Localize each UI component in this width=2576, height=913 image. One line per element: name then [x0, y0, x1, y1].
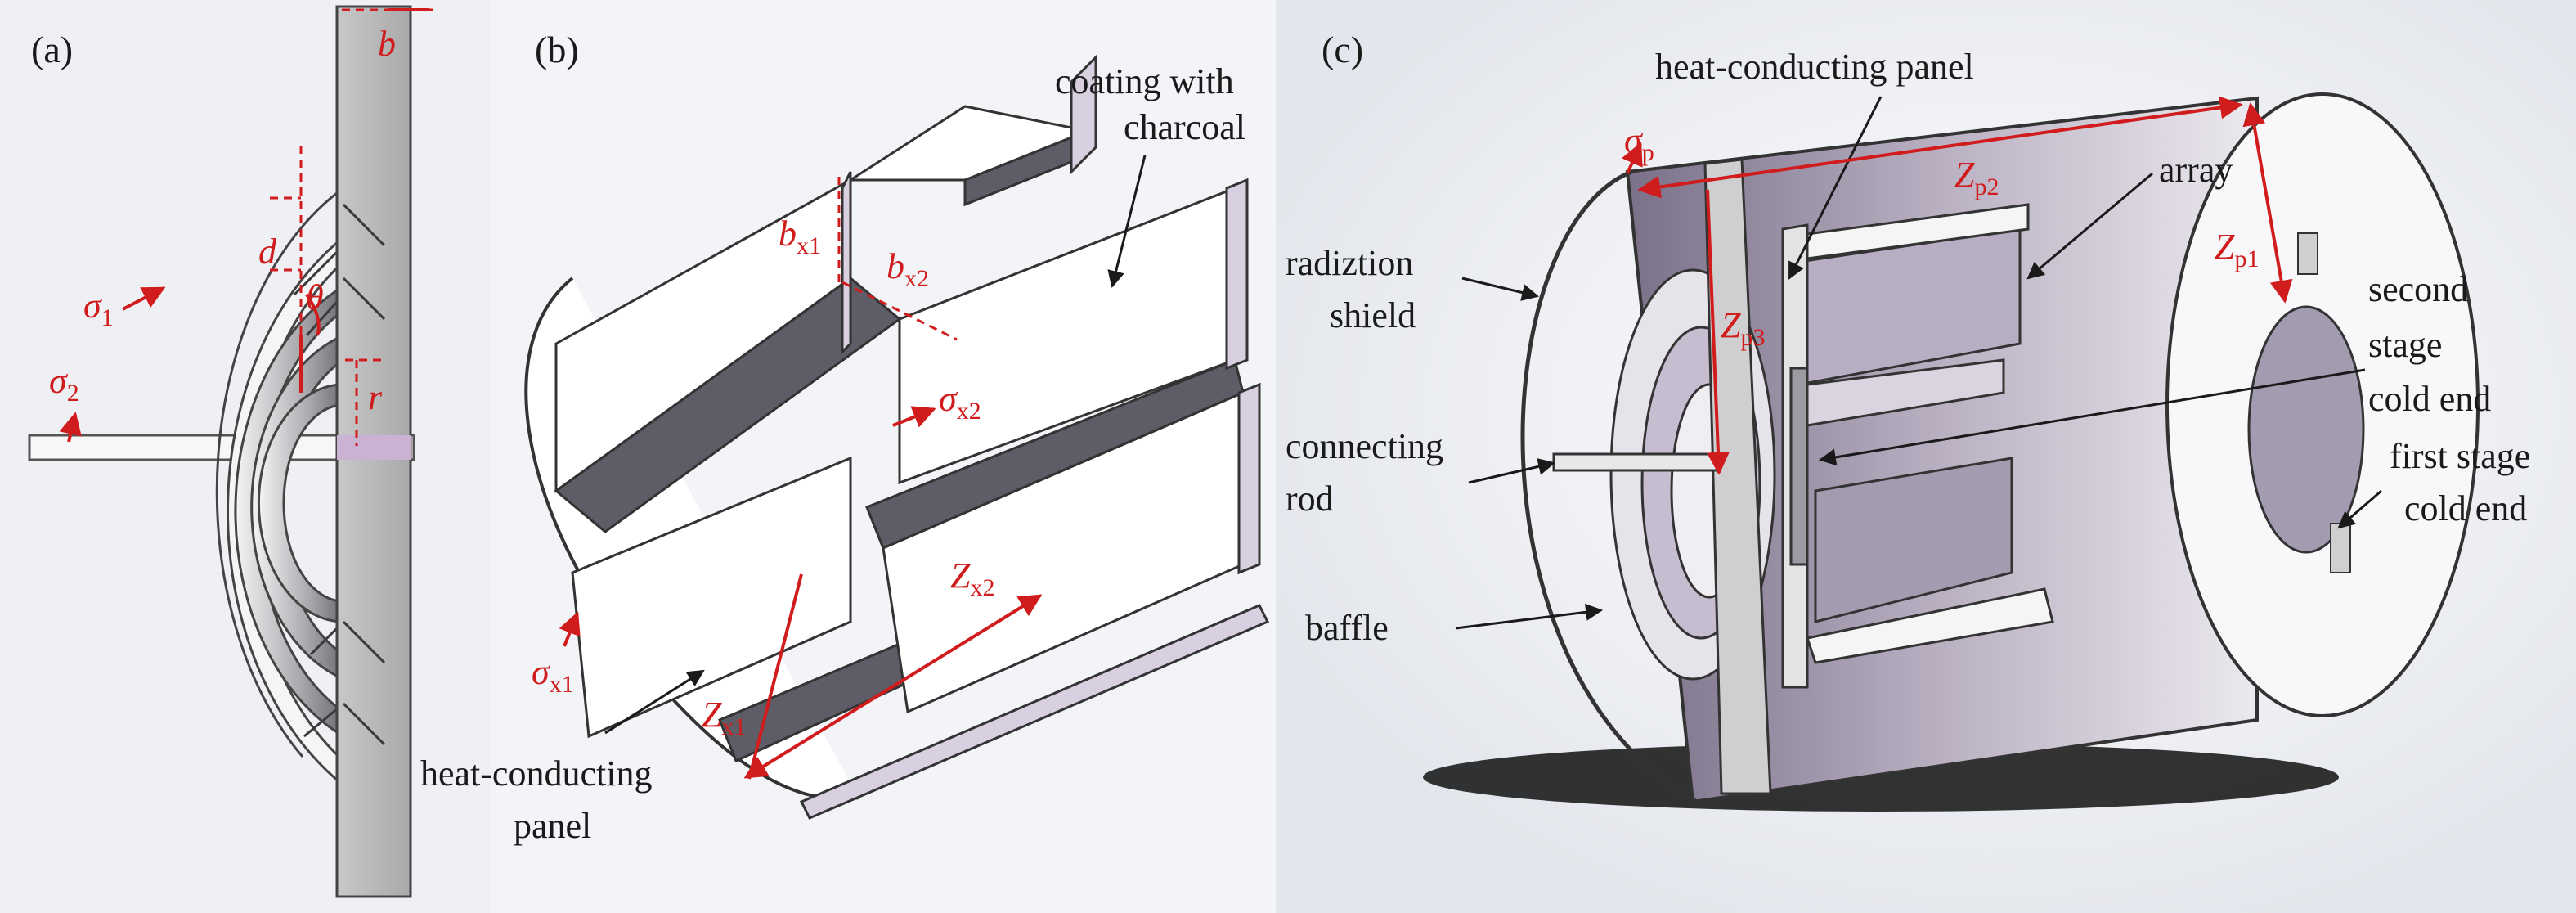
panel-c: (c) heat-conducting panel array radiztio…	[1276, 0, 2576, 913]
rod-cross-section	[337, 435, 411, 460]
symbol-zp3: Zp3	[1721, 305, 1765, 351]
array-label: array	[2159, 150, 2233, 190]
second-stage-tab	[2297, 232, 2318, 275]
symbol-theta: θ	[306, 277, 324, 317]
symbol-b: b	[378, 24, 396, 64]
symbol-sigma2: σ2	[49, 361, 79, 407]
symbol-sigmax2: σx2	[939, 379, 981, 425]
shield-label-2: shield	[1330, 295, 1416, 335]
heat-panel-label-b-2: panel	[514, 806, 591, 846]
first-stage-tab	[2330, 523, 2351, 573]
second-stage-label-2: stage	[2368, 325, 2442, 365]
panel-a-label: (a)	[31, 29, 73, 70]
symbol-sigmax1: σx1	[532, 652, 574, 698]
symbol-zx1: Zx1	[702, 695, 746, 740]
panel-c-label: (c)	[1322, 29, 1363, 70]
symbol-sigma1: σ1	[83, 286, 114, 331]
panel-a: (a) b d θ r σ1 σ2	[0, 0, 491, 913]
rod-label-1: connecting	[1286, 426, 1443, 466]
panel-b-label: (b)	[535, 29, 579, 70]
first-stage-label-2: cold end	[2404, 488, 2527, 528]
heat-panel-label-c: heat-conducting panel	[1655, 47, 1974, 87]
heat-panel-label-b: heat-conducting	[420, 753, 652, 794]
first-stage-label-1: first stage	[2390, 436, 2530, 476]
baffle-label: baffle	[1305, 608, 1389, 648]
symbol-bx1: bx1	[779, 214, 821, 259]
symbol-d: d	[258, 232, 277, 272]
symbol-bx2: bx2	[886, 246, 929, 292]
shield-front-rim	[1520, 169, 1699, 804]
panel-b: (b) coating with charcoal bx1 bx2 σx2 Zx…	[420, 0, 1276, 913]
symbol-r: r	[368, 377, 383, 417]
second-stage-label-3: cold end	[2368, 379, 2491, 419]
charcoal-label-alt: charcoal	[1124, 107, 1245, 147]
second-stage-label-1: second	[2368, 269, 2468, 309]
shield-label-1: radiztion	[1286, 243, 1413, 283]
connecting-rod	[1552, 452, 1719, 472]
ground-shadow	[1423, 743, 2339, 812]
rod-label-2: rod	[1286, 479, 1334, 519]
coating-label: coating with	[1055, 61, 1234, 101]
